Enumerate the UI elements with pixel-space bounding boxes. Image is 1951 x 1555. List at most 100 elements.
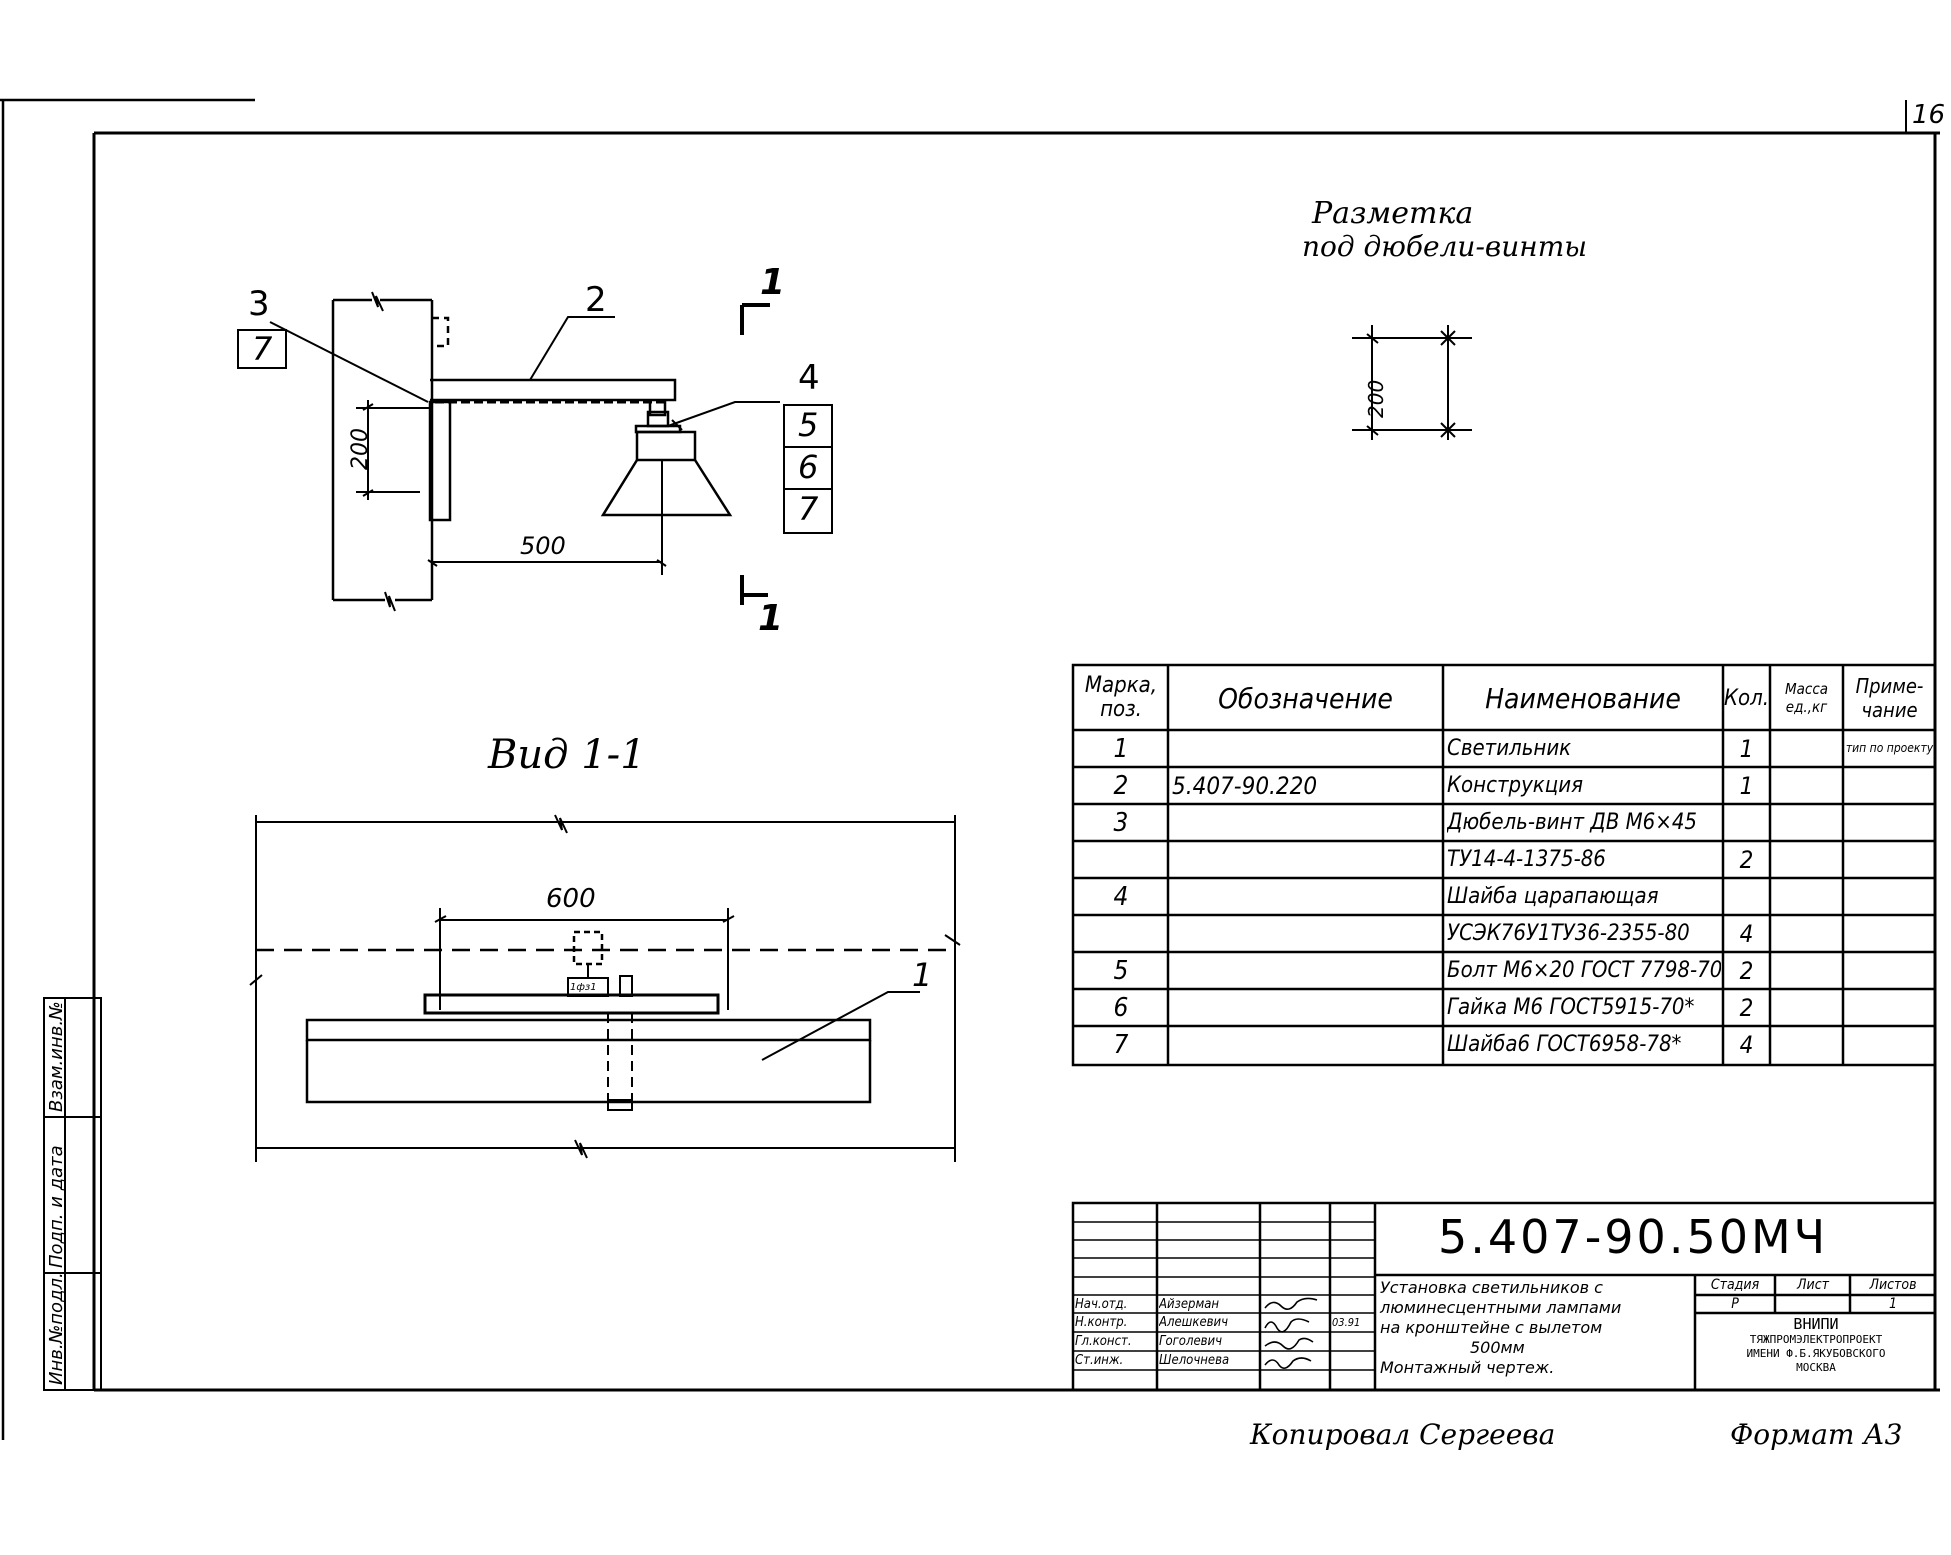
view-dim-600: 600 xyxy=(546,884,596,914)
signer-role: Ст.инж. xyxy=(1075,1353,1124,1368)
title-line: Монтажный чертеж. xyxy=(1380,1358,1555,1377)
signer-role: Гл.конст. xyxy=(1075,1334,1132,1349)
view-callout-1: 1 xyxy=(912,956,933,994)
spec-cell-qty xyxy=(1724,805,1769,840)
marking-title-2: под дюбели-винты xyxy=(1302,230,1588,263)
title-line: Установка светильников с xyxy=(1380,1278,1603,1297)
spec-cell-mass xyxy=(1771,1027,1842,1062)
title-block-rows xyxy=(1073,1221,1375,1371)
title-line: люминесцентными лампами xyxy=(1380,1298,1622,1317)
side-stamp-inv: Инв.№подл. xyxy=(46,1272,67,1385)
signer-name: Шелочнева xyxy=(1159,1353,1230,1368)
spec-cell-name: Болт М6×20 ГОСТ 7798-70* xyxy=(1447,958,1721,983)
spec-cell-qty: 2 xyxy=(1739,956,1754,985)
signer-date xyxy=(1332,1352,1374,1369)
org-line: МОСКВА xyxy=(1796,1361,1836,1374)
callout-7-box-label: 7 xyxy=(252,330,273,368)
org-line: ВНИПИ xyxy=(1793,1315,1839,1333)
stage-value: Р xyxy=(1731,1296,1739,1312)
spec-cell-note xyxy=(1845,1027,1934,1062)
dim-200-label: 200 xyxy=(348,428,373,470)
spec-cell-note: тип по проекту xyxy=(1845,741,1934,755)
spec-cell-pos: 2 xyxy=(1113,770,1129,801)
spec-cell-qty: 1 xyxy=(1739,734,1754,763)
spec-cell-mass xyxy=(1771,879,1842,914)
spec-cell-qty: 4 xyxy=(1739,1030,1754,1059)
signatures xyxy=(1264,1297,1318,1369)
sheets-label: Листов xyxy=(1869,1277,1917,1293)
signer-date xyxy=(1332,1333,1374,1350)
spec-cell-qty: 4 xyxy=(1739,919,1754,948)
view-lamp-body xyxy=(305,1040,872,1104)
title-block-grid xyxy=(1071,1201,1937,1392)
view-1-1-title: Вид 1-1 xyxy=(488,732,646,778)
spec-cell-code xyxy=(1172,879,1440,914)
org-line: ТЯЖПРОМЭЛЕКТРОПРОЕКТ xyxy=(1749,1333,1883,1346)
spec-cell-name: ТУ14-4-1375-86 xyxy=(1447,847,1606,872)
spec-cell-code xyxy=(1172,990,1440,1025)
spec-cell-qty: 2 xyxy=(1739,993,1754,1022)
spec-cell-pos: 7 xyxy=(1113,1029,1129,1060)
view-1-1-lines xyxy=(249,814,961,1162)
callout-5: 5 xyxy=(798,406,819,444)
spec-header-code: Обозначение xyxy=(1218,681,1393,715)
callout-6: 6 xyxy=(798,448,819,486)
signer-date xyxy=(1332,1296,1374,1313)
leader-2 xyxy=(529,316,615,381)
callout-3: 3 xyxy=(248,284,270,324)
lamp-cap xyxy=(635,430,697,462)
section-mark-bottom xyxy=(740,575,768,605)
spec-cell-code xyxy=(1172,805,1440,840)
copied-by: Копировал Сергеева xyxy=(1250,1418,1556,1451)
org-line: ИМЕНИ Ф.Б.ЯКУБОВСКОГО xyxy=(1746,1347,1886,1360)
callout-4: 4 xyxy=(798,358,820,398)
view-small-label: 1фз1 xyxy=(570,982,597,993)
dowel-outline xyxy=(432,316,450,348)
title-line: на кронштейне с вылетом xyxy=(1380,1318,1603,1337)
spec-cell-code xyxy=(1172,916,1440,951)
spec-header-mass: Масса ед.,кг xyxy=(1784,680,1829,716)
spec-cell-note xyxy=(1845,842,1934,877)
view-dowel xyxy=(572,930,604,966)
spec-cell-qty xyxy=(1724,879,1769,914)
lamp-shade xyxy=(600,459,733,517)
dim-500-label: 500 xyxy=(520,532,566,560)
callout-box-7 xyxy=(237,329,287,369)
spec-cell-pos xyxy=(1076,916,1166,951)
side-stamp-sign: Подп. и дата xyxy=(46,1145,67,1268)
spec-cell-note xyxy=(1845,805,1934,840)
view-rail xyxy=(423,993,720,1015)
section-mark-top xyxy=(740,303,770,335)
signer-role: Н.контр. xyxy=(1075,1315,1128,1330)
spec-cell-note xyxy=(1845,990,1934,1025)
spec-cell-name: Шайба6 ГОСТ6958-78* xyxy=(1447,1032,1682,1057)
spec-cell-name: Шайба царапающая xyxy=(1447,884,1659,909)
callout-2: 2 xyxy=(585,280,607,320)
bracket-arm xyxy=(430,378,677,402)
spec-cell-mass xyxy=(1771,953,1842,988)
stage-label: Стадия xyxy=(1710,1277,1760,1293)
sheet-format: Формат А3 xyxy=(1730,1418,1903,1451)
leader-3 xyxy=(269,321,429,403)
spec-cell-mass xyxy=(1771,842,1842,877)
marking-dims xyxy=(1352,325,1472,440)
spec-cell-name: УСЭК76У1ТУ36-2355-80 xyxy=(1447,921,1690,946)
spec-cell-name: Гайка М6 ГОСТ5915-70* xyxy=(1447,995,1695,1020)
spec-header-note: Приме- чание xyxy=(1855,674,1924,722)
spec-cell-code xyxy=(1172,1027,1440,1062)
section-mark-bottom-label: 1 xyxy=(758,598,784,639)
spec-cell-code xyxy=(1172,953,1440,988)
page-number: 16 xyxy=(1912,100,1946,130)
leader-1 xyxy=(761,991,920,1061)
side-stamp-grid xyxy=(43,997,102,1391)
spec-cell-pos: 3 xyxy=(1113,807,1129,838)
spec-cell-pos: 5 xyxy=(1113,955,1129,986)
dim-200-top xyxy=(356,400,430,500)
spec-cell-pos: 1 xyxy=(1113,733,1129,764)
spec-cell-pos: 4 xyxy=(1113,881,1129,912)
signer-role: Нач.отд. xyxy=(1075,1297,1128,1312)
spec-cell-pos: 6 xyxy=(1113,992,1129,1023)
spec-cell-mass xyxy=(1771,805,1842,840)
